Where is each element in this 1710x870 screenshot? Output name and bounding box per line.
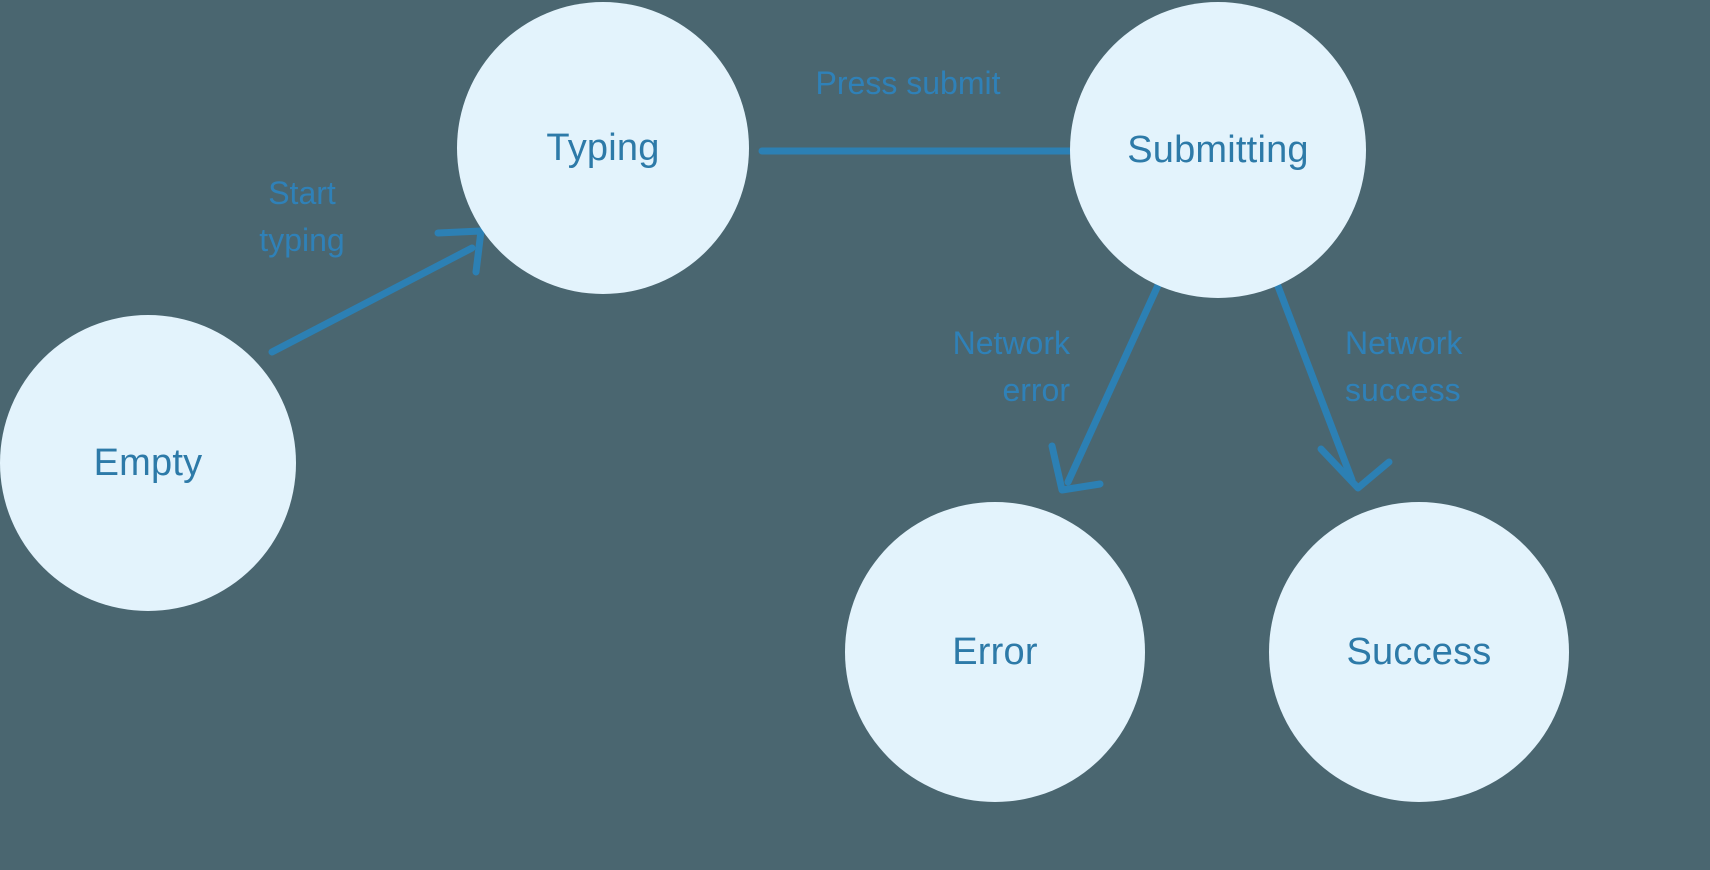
node-success-label: Success <box>1346 630 1492 673</box>
node-error-label: Error <box>952 630 1038 673</box>
node-submitting[interactable]: Submitting <box>1070 2 1366 298</box>
edge-submitting-success <box>1272 277 1393 492</box>
node-success[interactable]: Success <box>1269 502 1569 802</box>
node-typing[interactable]: Typing <box>457 2 749 294</box>
edge-submitting-error-arrowhead <box>1048 442 1104 494</box>
edge-label-network-error: Network error <box>952 325 1070 409</box>
node-error[interactable]: Error <box>845 502 1145 802</box>
edge-submitting-error-line <box>1064 277 1164 486</box>
edge-empty-typing-line <box>268 244 476 356</box>
edge-label-start-typing: Start typing <box>259 175 345 259</box>
node-empty-label: Empty <box>93 441 203 484</box>
edge-submitting-success-line <box>1272 277 1356 484</box>
node-empty[interactable]: Empty <box>0 315 296 611</box>
edge-submitting-error <box>1048 277 1164 494</box>
edge-label-press-submit: Press submit <box>815 65 1001 101</box>
node-submitting-label: Submitting <box>1127 128 1309 171</box>
edge-submitting-success-arrowhead <box>1317 445 1393 492</box>
node-typing-label: Typing <box>546 126 660 169</box>
edge-label-network-success: Network success <box>1345 325 1463 409</box>
edge-empty-typing-arrowhead <box>434 227 485 276</box>
edge-empty-typing <box>268 227 485 356</box>
